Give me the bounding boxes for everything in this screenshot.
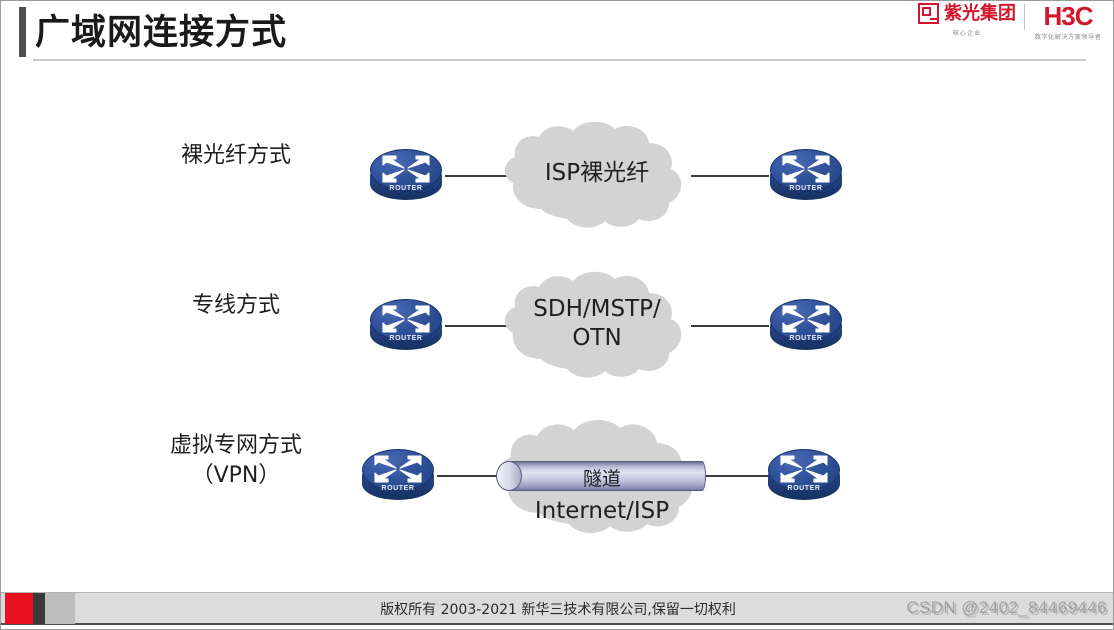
cloud-text-leased-line-2: OTN: [572, 325, 622, 351]
footer-bar: [1, 592, 1113, 625]
brand-logo: 紫光集团 核心企业 H3C 数字化解决方案领导者: [918, 3, 1103, 43]
page-title: 广域网连接方式: [35, 13, 288, 52]
logo-brand-en-sub: 数字化解决方案领导者: [1034, 34, 1102, 41]
diagram-row-bare-fiber: 裸光纤方式 ROUTER: [1, 89, 1113, 239]
router-label: ROUTER: [389, 185, 423, 192]
logo-unigroup: 紫光集团 核心企业: [918, 3, 1023, 37]
row-label-line2: （VPN）: [191, 463, 281, 488]
router-arrows-icon: [374, 455, 422, 483]
footer-copyright: 版权所有 2003-2021 新华三技术有限公司,保留一切权利: [380, 602, 736, 618]
csdn-watermark: CSDN @2402_84469446: [906, 598, 1107, 617]
cloud-internet-isp: 隧道 Internet/ISP: [491, 419, 713, 534]
router-top: [370, 299, 442, 341]
title-accent-bar: [19, 7, 26, 57]
row-label-vpn: 虚拟专网方式 （VPN）: [121, 431, 351, 491]
diagram-row-leased-line: 专线方式 ROUTER: [1, 239, 1113, 389]
router-top: [362, 449, 434, 491]
router-top: [370, 149, 442, 191]
diagram-row-vpn: 虚拟专网方式 （VPN） ROUTER: [1, 389, 1113, 564]
row-label-line1: 专线方式: [191, 293, 280, 318]
logo-unigroup-row: 紫光集团: [918, 3, 1016, 24]
router-arrows-icon: [382, 155, 430, 183]
logo-brand-cn: 紫光集团: [944, 3, 1016, 23]
vpn-tunnel: 隧道: [496, 461, 708, 491]
unigroup-mark-icon: [918, 3, 939, 24]
footer-red-block: [5, 593, 33, 624]
router-left-leased-line: ROUTER: [367, 296, 445, 354]
router-top: [768, 449, 840, 491]
link-left-bare-fiber: [445, 175, 507, 177]
router-top: [770, 299, 842, 341]
cloud-sdh-mstp-otn: SDH/MSTP/ OTN: [497, 271, 697, 379]
row-label-leased-line: 专线方式: [121, 291, 351, 321]
diagram-area: 裸光纤方式 ROUTER: [1, 69, 1113, 574]
title-underline: [33, 59, 1086, 61]
link-right-vpn: [701, 475, 771, 477]
footer-dark-block: [33, 593, 45, 624]
footer-mid-block: [45, 593, 75, 624]
cloud-shape-icon: [504, 121, 682, 228]
logo-divider: [1024, 4, 1025, 30]
slide-footer: 版权所有 2003-2021 新华三技术有限公司,保留一切权利 CSDN @24…: [1, 587, 1113, 629]
router-right-vpn: ROUTER: [765, 446, 843, 504]
link-right-bare-fiber: [691, 175, 769, 177]
cloud-text-internet-isp: Internet/ISP: [534, 498, 670, 524]
cloud-text-leased-line-1: SDH/MSTP/: [533, 296, 661, 322]
router-arrows-icon: [780, 455, 828, 483]
router-label: ROUTER: [789, 335, 823, 342]
logo-brand-en: H3C: [1043, 1, 1093, 31]
router-arrows-icon: [782, 305, 830, 333]
cloud-shape-icon: [504, 271, 682, 378]
tunnel-cap: [496, 461, 522, 491]
router-top: [770, 149, 842, 191]
logo-brand-cn-sub: 核心企业: [952, 30, 982, 37]
tunnel-label: 隧道: [582, 468, 621, 490]
link-right-leased-line: [691, 325, 769, 327]
row-label-bare-fiber: 裸光纤方式: [121, 141, 351, 171]
router-right-leased-line: ROUTER: [767, 296, 845, 354]
router-right-bare-fiber: ROUTER: [767, 146, 845, 204]
router-arrows-icon: [382, 305, 430, 333]
link-left-leased-line: [445, 325, 507, 327]
cloud-isp-bare-fiber: ISP裸光纤: [497, 121, 697, 229]
router-left-vpn: ROUTER: [359, 446, 437, 504]
logo-h3c: H3C 数字化解决方案领导者: [1033, 3, 1103, 41]
row-label-line1: 虚拟专网方式: [169, 433, 302, 458]
router-label: ROUTER: [787, 485, 821, 492]
row-label-line1: 裸光纤方式: [180, 143, 291, 168]
router-label: ROUTER: [389, 335, 423, 342]
cloud-text-bare-fiber: ISP裸光纤: [544, 160, 650, 186]
slide-header: 广域网连接方式 紫光集团 核心企业 H3C 数字化解决方案领导者: [1, 1, 1113, 69]
router-label: ROUTER: [381, 485, 415, 492]
router-left-bare-fiber: ROUTER: [367, 146, 445, 204]
csdn-watermark-shadow: CSDN @2402_84469446: [908, 600, 1109, 619]
link-left-vpn: [437, 475, 499, 477]
router-arrows-icon: [782, 155, 830, 183]
router-label: ROUTER: [789, 185, 823, 192]
